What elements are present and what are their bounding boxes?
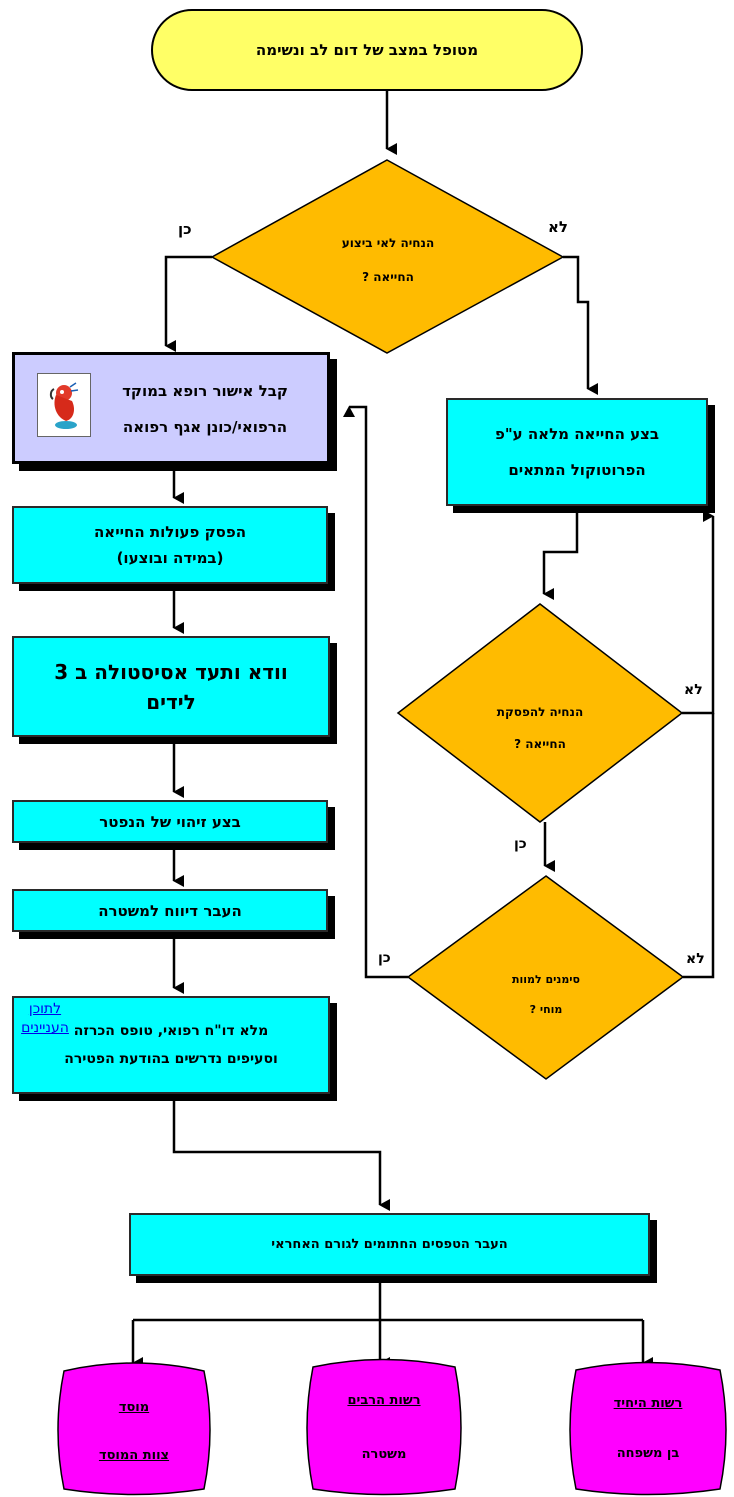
connector-decision3-yes [343,405,408,979]
stop-cpr-box: הפסק פעולות החייאה (במידה ובוצעו) [12,506,328,584]
terminal-public-sub: משטרה [361,1447,407,1462]
terminal-public: רשות הרבים משטרה [313,1393,455,1462]
approval-icon [37,373,91,437]
terminal-private-sub: בן משפחה [616,1446,680,1461]
decision-no-resuscitation-line1: הנחיה לאי ביצוע [341,236,435,250]
terminal-private-title: רשות היחיד [613,1396,683,1411]
decision-brain-death-no-label: לא [686,951,705,967]
decision-brain-death-shape [406,875,685,1080]
approval-box: קבל אישור רופא במוקד הרפואי/כונן אגף רפו… [12,352,330,464]
decision-stop-resuscitation: הנחיה להפסקת החייאה ? [470,696,610,760]
decision-brain-death-yes-label: כן [378,950,391,966]
asystole-line2: לידים [146,689,196,714]
full-cpr-line2: הפרוטוקול המתאים [508,461,646,479]
approval-text: קבל אישור רופא במוקד הרפואי/כונן אגף רפו… [95,373,315,445]
toc-link-line1: לתוכן [28,1001,62,1017]
decision-stop-resuscitation-no-label: לא [684,682,703,698]
decision-no-resuscitation-shape [210,159,565,354]
start-node-shape [151,9,583,91]
decision-stop-resuscitation-shape [396,603,684,823]
full-cpr-box: בצע החייאה מלאה ע"פ הפרוטוקול המתאים [446,398,708,506]
decision-brain-death: סימנים למוות מוחי ? [476,965,616,1025]
toc-link[interactable]: לתוכן העניינים [12,1000,78,1038]
decision-no-resuscitation-line2: החייאה ? [362,270,414,284]
terminal-private-shape [569,1361,727,1496]
connector-cpr-to-decision2 [542,513,579,600]
connector-decision1-no [563,255,598,395]
approval-line1: קבל אישור רופא במוקד [122,382,288,400]
start-node: מטופל במצב של דום לב ונשימה [152,10,582,90]
asystole-box: וודא ותעד אסיסטולה ב 3 לידים [12,636,330,737]
decision-stop-resuscitation-yes-label: כן [514,836,527,852]
police-report-box: העבר דיווח למשטרה [12,889,328,932]
connector-forms-to-transfer [172,1100,390,1211]
connector-decision1-yes [164,255,212,352]
identify-label: בצע זיהוי של הנפטר [99,812,241,831]
transfer-box: העבר הטפסים החתומים לגורם האחראי [129,1213,650,1276]
identify-box: בצע זיהוי של הנפטר [12,800,328,843]
transfer-label: העבר הטפסים החתומים לגורם האחראי [271,1237,508,1252]
asystole-line1: וודא ותעד אסיסטולה ב 3 [54,659,288,684]
terminal-private: רשות היחיד בן משפחה [576,1396,720,1461]
terminal-institution-title: מוסד [118,1400,150,1415]
forms-box: מלא דו"ח רפואי, טופס הכרזה וסעיפים נדרשי… [12,996,330,1094]
terminal-public-title: רשות הרבים [347,1393,421,1408]
full-cpr-line1: בצע החייאה מלאה ע"פ [494,425,660,443]
decision-brain-death-line1: סימנים למוות [511,973,581,986]
decision-no-resuscitation-no-label: לא [548,218,568,236]
decision-no-resuscitation-yes-label: כן [178,220,192,238]
approval-line2: הרפואי/כונן אגף רפואה [122,418,288,436]
decision-stop-resuscitation-line2: החייאה ? [514,737,566,751]
forms-line2: וסעיפים נדרשים בהודעת הפטירה [64,1051,278,1067]
stop-cpr-line1: הפסק פעולות החייאה [94,523,246,541]
police-report-label: העבר דיווח למשטרה [98,901,242,920]
decision-no-resuscitation: הנחיה לאי ביצוע החייאה ? [300,226,476,294]
start-node-label: מטופל במצב של דום לב ונשימה [255,41,479,59]
toc-link-line2: העניינים [21,1020,69,1036]
connector-decision3-no-loop [683,713,715,979]
phone-call-icon [49,382,79,429]
terminal-institution: מוסד צוות המוסד [64,1400,204,1463]
decision-brain-death-line2: מוחי ? [529,1003,563,1016]
terminal-institution-shape [57,1362,211,1496]
forms-line1: מלא דו"ח רפואי, טופס הכרזה [73,1023,269,1039]
terminal-institution-sub: צוות המוסד [98,1448,170,1463]
terminal-public-shape [306,1358,462,1496]
decision-stop-resuscitation-line1: הנחיה להפסקת [496,705,584,719]
stop-cpr-line2: (במידה ובוצעו) [116,549,224,567]
